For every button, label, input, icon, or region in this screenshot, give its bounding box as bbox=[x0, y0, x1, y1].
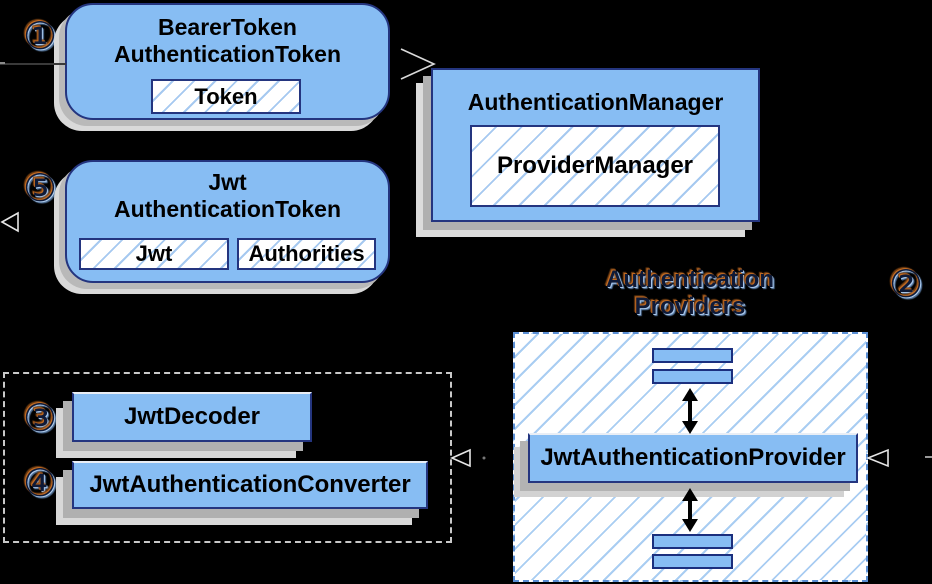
token-field-label: Token bbox=[194, 83, 258, 109]
jwt-token-title-line1: Jwt bbox=[208, 169, 247, 195]
token-field: Token bbox=[151, 79, 301, 114]
jwt-token-node-title: Jwt AuthenticationToken bbox=[67, 169, 388, 223]
jwt-decoder-label: JwtDecoder bbox=[123, 403, 261, 430]
provider-placeholder-bar bbox=[652, 369, 733, 384]
step-4-badge: ④ bbox=[23, 461, 58, 505]
authentication-providers-heading: Authentication Providers bbox=[560, 266, 820, 320]
provider-placeholder-bar bbox=[652, 348, 733, 363]
provider-manager-box: ProviderManager bbox=[470, 125, 720, 207]
jwt-token-title-line2: AuthenticationToken bbox=[113, 196, 341, 222]
jwt-authentication-provider-node: JwtAuthenticationProvider bbox=[528, 433, 858, 483]
bearer-token-node-title: BearerToken AuthenticationToken bbox=[67, 14, 388, 68]
bearer-token-title-line2: AuthenticationToken bbox=[113, 41, 341, 67]
step-2-badge: ② bbox=[889, 262, 924, 306]
jwt-authentication-provider-label: JwtAuthenticationProvider bbox=[540, 444, 846, 471]
authorities-field-label: Authorities bbox=[248, 241, 365, 266]
provider-placeholder-bar bbox=[652, 534, 733, 549]
providers-heading-line2: Providers bbox=[634, 293, 746, 320]
bearer-token-authentication-token-node: BearerToken AuthenticationToken Token bbox=[65, 3, 390, 120]
step-3-badge: ③ bbox=[23, 396, 58, 440]
arrowhead-left-edge bbox=[0, 211, 19, 233]
provider-placeholder-bar bbox=[652, 554, 733, 569]
provider-manager-label: ProviderManager bbox=[496, 152, 694, 179]
arrowhead-into-providers-region bbox=[865, 448, 889, 468]
arrowhead-into-authentication-manager bbox=[400, 48, 436, 80]
step-5-badge: ⑤ bbox=[23, 166, 58, 210]
jwt-authentication-converter-node: JwtAuthenticationConverter bbox=[72, 461, 428, 509]
jwt-decoder-node: JwtDecoder bbox=[72, 392, 312, 442]
authentication-manager-node: AuthenticationManager ProviderManager bbox=[431, 68, 760, 222]
authentication-manager-title: AuthenticationManager bbox=[467, 89, 724, 115]
jwt-authentication-converter-label: JwtAuthenticationConverter bbox=[89, 471, 411, 498]
arrowhead-into-decoder-group bbox=[450, 448, 471, 468]
jwt-field: Jwt bbox=[79, 238, 229, 270]
authorities-field: Authorities bbox=[237, 238, 376, 270]
step-1-badge: ① bbox=[23, 14, 58, 58]
bearer-token-title-line1: BearerToken bbox=[158, 14, 297, 40]
providers-heading-line1: Authentication bbox=[606, 266, 774, 293]
jwt-authentication-token-node: Jwt AuthenticationToken Jwt Authorities bbox=[65, 160, 390, 283]
jwt-field-label: Jwt bbox=[135, 241, 173, 266]
connector-dot bbox=[482, 456, 486, 460]
